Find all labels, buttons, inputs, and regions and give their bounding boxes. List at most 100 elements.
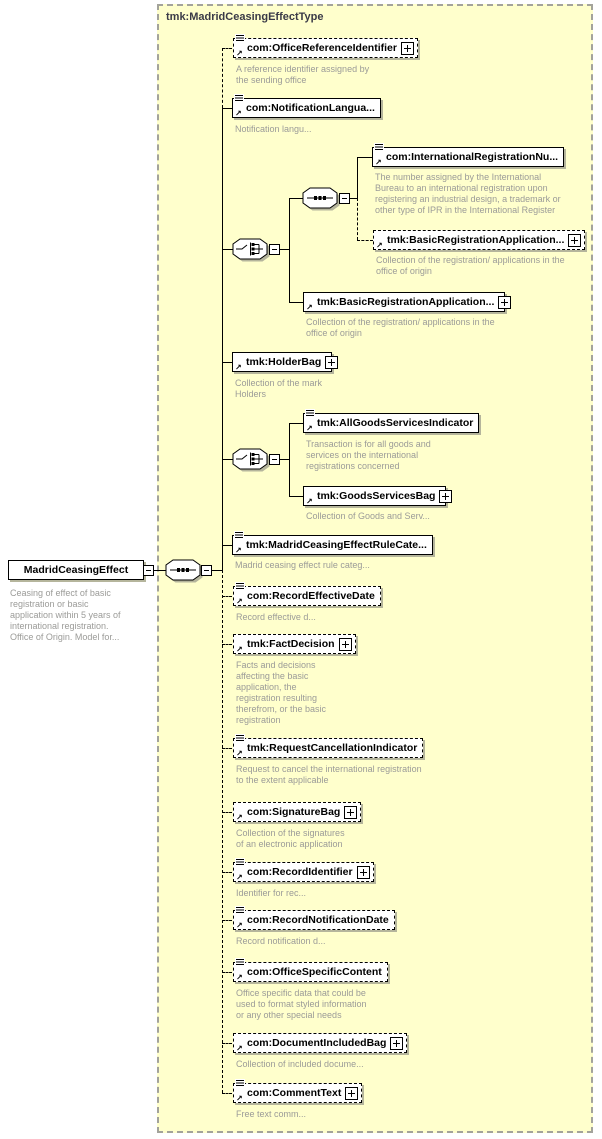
reference-arrow-icon xyxy=(235,873,245,883)
connector-line xyxy=(212,570,222,571)
element-signature-bag[interactable]: com:SignatureBag xyxy=(233,802,362,822)
collapse-minus-icon[interactable] xyxy=(339,193,350,204)
collapse-minus-icon[interactable] xyxy=(269,454,280,465)
connector-line xyxy=(357,157,372,158)
complex-type-title: tmk:MadridCeasingEffectType xyxy=(166,11,324,23)
element-all-goods-services-indicator[interactable]: tmk:AllGoodsServicesIndicator xyxy=(303,409,480,434)
reference-arrow-icon xyxy=(375,241,385,251)
reference-arrow-icon xyxy=(305,497,315,507)
element-record-identifier[interactable]: com:RecordIdentifier xyxy=(233,858,374,883)
element-description: Office specific data that could be used … xyxy=(236,988,367,1020)
element-request-cancellation-indicator[interactable]: tmk:RequestCancellationIndicator xyxy=(233,734,424,759)
element-label: com:NotificationLangua... xyxy=(246,102,375,114)
element-description: Collection of the registration/ applicat… xyxy=(306,317,495,338)
element-international-registration-number[interactable]: com:InternationalRegistrationNu... xyxy=(372,143,565,167)
root-element-madrid-ceasing-effect[interactable]: MadridCeasingEffect xyxy=(8,560,144,580)
element-label: com:RecordEffectiveDate xyxy=(247,590,375,602)
collapse-minus-icon[interactable] xyxy=(143,565,154,576)
reference-arrow-icon xyxy=(235,973,245,983)
element-record-notification-date[interactable]: com:RecordNotificationDate xyxy=(233,906,395,930)
doc-lines-icon xyxy=(235,34,245,42)
expand-plus-icon[interactable] xyxy=(356,866,370,879)
connector-line xyxy=(222,872,232,873)
reference-arrow-icon xyxy=(235,749,245,759)
element-description: A reference identifier assigned by the s… xyxy=(236,64,370,85)
connector-line xyxy=(222,644,232,645)
connector-line xyxy=(289,198,303,199)
element-fact-decision[interactable]: tmk:FactDecision xyxy=(233,634,356,654)
element-basic-registration-application[interactable]: tmk:BasicRegistrationApplication... xyxy=(303,292,512,312)
expand-plus-icon[interactable] xyxy=(498,296,512,309)
reference-arrow-icon xyxy=(234,363,244,373)
expand-plus-icon[interactable] xyxy=(325,356,339,369)
doc-lines-icon xyxy=(305,409,315,417)
element-madrid-ceasing-effect-rule-category[interactable]: tmk:MadridCeasingEffectRuleCate... xyxy=(232,531,433,556)
collapse-minus-icon[interactable] xyxy=(269,244,280,255)
reference-arrow-icon xyxy=(235,49,245,59)
connector-line xyxy=(222,972,232,973)
reference-arrow-icon xyxy=(234,546,244,556)
choice-icon xyxy=(232,238,270,262)
connector-line xyxy=(280,249,289,250)
connector-line xyxy=(222,545,232,546)
element-comment-text[interactable]: com:CommentText xyxy=(233,1079,363,1104)
element-holder-bag[interactable]: tmk:HolderBag xyxy=(232,352,339,373)
element-goods-services-bag[interactable]: tmk:GoodsServicesBag xyxy=(303,486,453,507)
element-label: com:RecordNotificationDate xyxy=(247,914,389,926)
connector-line xyxy=(350,198,357,199)
element-label: tmk:AllGoodsServicesIndicator xyxy=(317,417,474,429)
element-label: com:SignatureBag xyxy=(247,806,341,818)
choice-icon xyxy=(232,448,270,472)
connector-line xyxy=(222,570,223,1093)
element-description: Collection of the registration/ applicat… xyxy=(376,255,565,276)
connector-line xyxy=(357,157,358,198)
expand-plus-icon[interactable] xyxy=(338,638,352,651)
element-description: Collection of included docume... xyxy=(236,1059,364,1069)
element-description: Identifier for rec... xyxy=(236,888,307,898)
expand-plus-icon[interactable] xyxy=(344,806,358,819)
expand-plus-icon[interactable] xyxy=(390,1037,404,1050)
connector-line xyxy=(222,596,232,597)
element-description: Notification langu... xyxy=(235,124,312,134)
expand-plus-icon[interactable] xyxy=(568,234,582,247)
element-label: MadridCeasingEffect xyxy=(23,564,129,576)
reference-arrow-icon xyxy=(235,1094,245,1104)
connector-line xyxy=(222,249,233,250)
connector-line xyxy=(357,198,358,240)
reference-arrow-icon xyxy=(305,424,315,434)
connector-line xyxy=(280,459,289,460)
expand-plus-icon[interactable] xyxy=(439,490,453,503)
doc-lines-icon xyxy=(234,531,244,539)
element-description: Collection of Goods and Serv... xyxy=(306,511,430,521)
connector-line xyxy=(222,748,232,749)
connector-line xyxy=(222,108,223,570)
element-label: com:CommentText xyxy=(247,1087,342,1099)
element-label: tmk:RequestCancellationIndicator xyxy=(247,742,418,754)
element-basic-registration-application-optional[interactable]: tmk:BasicRegistrationApplication... xyxy=(373,230,586,251)
element-description: Record effective d... xyxy=(236,612,316,622)
connector-line xyxy=(222,362,232,363)
connector-line xyxy=(222,108,232,109)
connector-line xyxy=(289,423,290,496)
element-label: tmk:FactDecision xyxy=(247,638,335,650)
sequence-icon xyxy=(165,559,203,583)
element-description: Transaction is for all goods and service… xyxy=(306,439,431,471)
element-label: tmk:MadridCeasingEffectRuleCate... xyxy=(246,539,427,551)
element-label: com:InternationalRegistrationNu... xyxy=(386,151,559,163)
doc-lines-icon xyxy=(235,734,245,742)
collapse-minus-icon[interactable] xyxy=(201,565,212,576)
element-description: Facts and decisions affecting the basic … xyxy=(236,660,327,725)
element-notification-language[interactable]: com:NotificationLangua... xyxy=(232,94,381,119)
expand-plus-icon[interactable] xyxy=(345,1087,359,1100)
element-label: com:DocumentIncludedBag xyxy=(247,1037,387,1049)
element-office-reference-identifier[interactable]: com:OfficeReferenceIdentifier xyxy=(233,34,418,59)
element-description: The number assigned by the International… xyxy=(375,172,561,215)
element-document-included-bag[interactable]: com:DocumentIncludedBag xyxy=(233,1033,408,1053)
connector-line xyxy=(289,496,303,497)
doc-lines-icon xyxy=(235,958,245,966)
element-record-effective-date[interactable]: com:RecordEffectiveDate xyxy=(233,582,381,606)
reference-arrow-icon xyxy=(234,109,244,119)
element-office-specific-content[interactable]: com:OfficeSpecificContent xyxy=(233,958,388,983)
expand-plus-icon[interactable] xyxy=(400,42,414,55)
